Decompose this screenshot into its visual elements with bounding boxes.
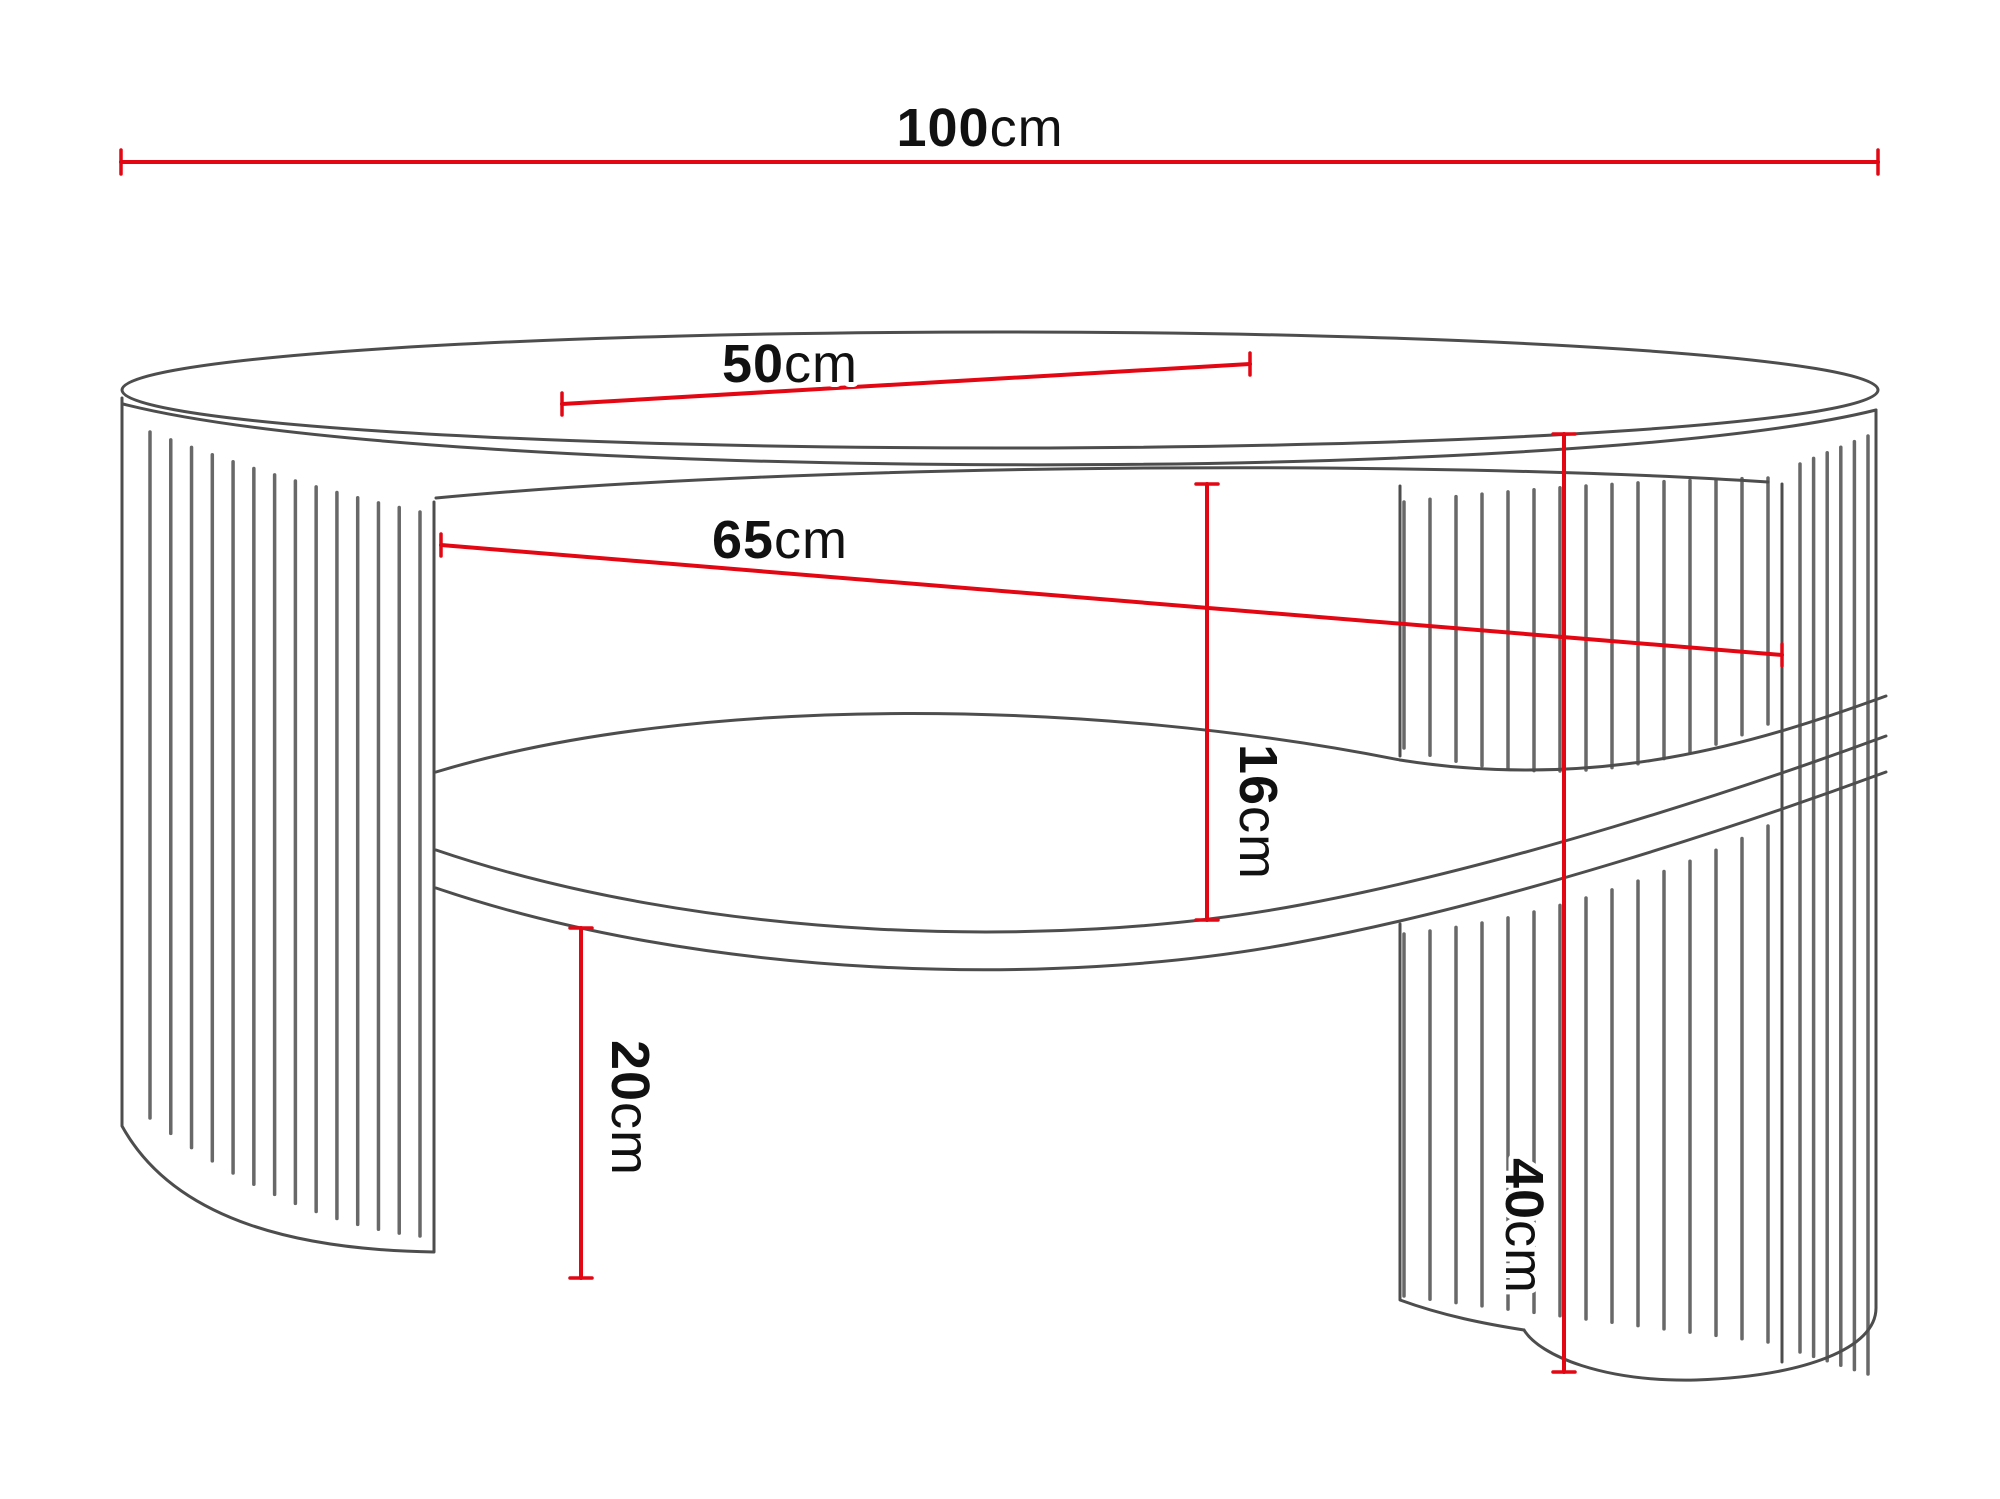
dim-unit: cm xyxy=(1494,1220,1554,1294)
dim-label-shelf-gap: 16cm xyxy=(1228,744,1288,880)
dim-unit: cm xyxy=(1228,806,1288,880)
dim-value: 50 xyxy=(722,334,784,394)
right-panel-upper-flutes xyxy=(1402,476,1770,773)
dim-value: 20 xyxy=(600,1040,660,1102)
dim-line-total-width xyxy=(119,148,1880,176)
dim-label-total-height: 40cm xyxy=(1494,1158,1554,1294)
dim-line-inner-width xyxy=(439,532,1784,668)
shelf-back-edge xyxy=(434,694,1888,774)
table-drawing xyxy=(120,330,1888,1382)
left-panel-flutes xyxy=(148,430,422,1238)
dim-line-under-shelf-clearance xyxy=(568,926,594,1280)
dim-label-under-shelf-clearance: 20cm xyxy=(600,1040,660,1176)
dim-value: 65 xyxy=(712,510,774,570)
dim-value: 16 xyxy=(1228,744,1288,806)
dim-value: 40 xyxy=(1494,1158,1554,1220)
left-panel-outline xyxy=(120,396,436,1254)
tabletop-underside-edge xyxy=(434,466,1770,500)
dim-label-inner-width: 65cm xyxy=(712,510,848,570)
dim-unit: cm xyxy=(990,98,1064,158)
dim-line xyxy=(560,362,1252,406)
tabletop-top-surface xyxy=(120,330,1880,450)
dim-unit: cm xyxy=(600,1102,660,1176)
right-panel-lower-flutes xyxy=(1402,824,1770,1344)
dim-unit: cm xyxy=(774,510,848,570)
dim-value: 100 xyxy=(896,98,989,158)
shelf-bottom-edge xyxy=(434,770,1888,972)
dimension-labels: 100cm 50cm 65cm 16cm 20cm 40cm xyxy=(595,93,1559,1299)
dim-line-total-height xyxy=(1551,432,1577,1374)
dimension-lines xyxy=(119,148,1880,1374)
dim-unit: cm xyxy=(784,334,858,394)
dim-line xyxy=(439,543,1784,657)
right-panel-outer-flutes xyxy=(1798,434,1870,1376)
dim-line-shelf-gap xyxy=(1194,482,1220,922)
dim-label-top-depth: 50cm xyxy=(722,334,858,394)
right-panel-outline xyxy=(1522,408,1878,1382)
right-panel-lower-boundary xyxy=(1398,922,1526,1332)
tabletop-front-edge xyxy=(121,402,1878,467)
dim-line-top-depth xyxy=(560,351,1252,417)
shelf-front-edge xyxy=(434,734,1888,934)
dim-label-total-width: 100cm xyxy=(896,98,1063,158)
